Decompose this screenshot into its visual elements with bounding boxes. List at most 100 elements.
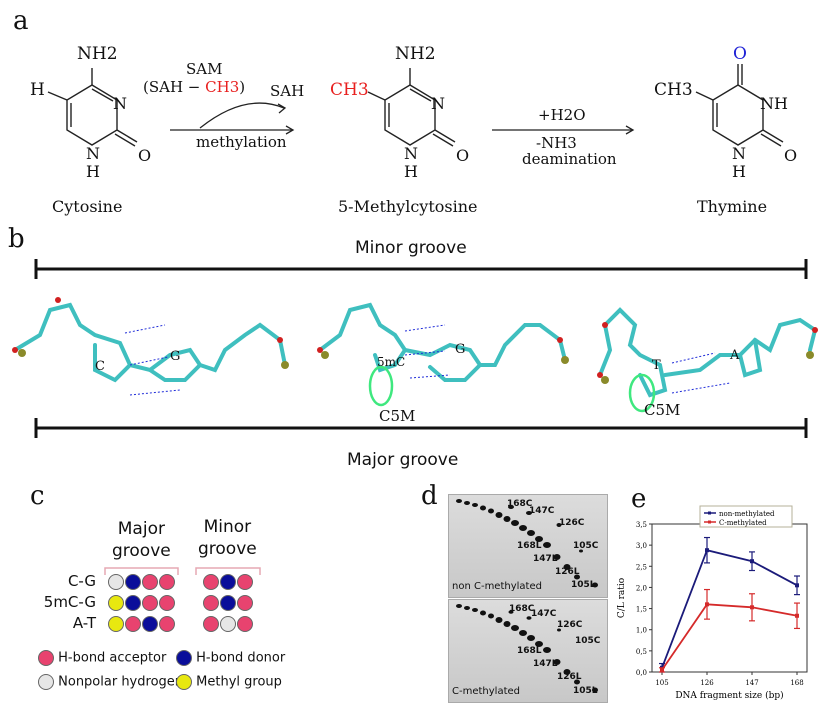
series-line-0 xyxy=(661,549,798,669)
cytosine-structure xyxy=(47,68,138,147)
cytosine-name: Cytosine xyxy=(52,197,123,216)
cytosine-o: O xyxy=(138,146,152,165)
minor-groove-dot xyxy=(220,574,236,590)
header-minor-groove: Minor groove xyxy=(198,517,257,559)
data-point xyxy=(795,613,799,618)
acceptor-dot xyxy=(38,650,54,666)
methylcytosine-ch3: CH3 xyxy=(330,80,369,100)
pair-2-right: G xyxy=(455,342,465,357)
row-label: A-T xyxy=(72,614,96,632)
nh3-label: -NH3 xyxy=(536,134,577,152)
x-tick-label: 168 xyxy=(790,679,803,687)
legend-label-0: non-methylated xyxy=(719,510,775,518)
gel-bottom-168c: 168C xyxy=(509,604,535,614)
base-pair-ta xyxy=(598,307,818,398)
thymine-o-top: O xyxy=(733,44,747,64)
row-label: C-G xyxy=(67,572,96,590)
thymine-name: Thymine xyxy=(697,197,768,216)
thymine-ch3: CH3 xyxy=(654,80,693,100)
series-line-1 xyxy=(661,603,798,671)
major-groove-dot xyxy=(142,574,158,590)
gel-top-168c: 168C xyxy=(507,499,533,509)
legend-methyl: Methyl group xyxy=(176,674,282,690)
cytosine-h: H xyxy=(30,80,45,100)
major-groove-dot xyxy=(159,616,175,632)
minor-groove-dot xyxy=(237,616,253,632)
x-axis-label: DNA fragment size (bp) xyxy=(675,690,783,701)
gel-top-126l: 126L xyxy=(555,567,580,577)
cytosine-nh2: NH2 xyxy=(77,44,118,64)
base-pair-5mcg xyxy=(318,302,567,382)
gel-bottom-126c: 126C xyxy=(557,620,583,630)
donor-dot xyxy=(176,650,192,666)
gel-top-105l: 105L xyxy=(571,580,596,590)
sam-label: SAM xyxy=(186,60,223,78)
methyl-dot xyxy=(176,674,192,690)
pair-2-left: 5mC xyxy=(377,355,405,369)
gel-bottom-126l: 126L xyxy=(557,672,582,682)
h2o-label: +H2O xyxy=(538,106,586,124)
methylcytosine-n3: N xyxy=(431,94,445,113)
gel-bottom-168l: 168L xyxy=(517,646,542,656)
thymine-n1: N xyxy=(732,144,746,163)
c5m-highlight-1 xyxy=(368,365,394,407)
gel-bottom-caption: C-methylated xyxy=(452,686,520,697)
minor-groove-dot xyxy=(203,574,219,590)
major-groove-dot xyxy=(125,616,141,632)
gel-top: 168C 147C 126C 105C 168L 147L 126L 105L … xyxy=(448,494,608,598)
panel-e-letter: e xyxy=(631,484,647,514)
pair-3-right: A xyxy=(729,348,740,363)
panel-a-letter: a xyxy=(13,6,29,36)
nonpolar-dot xyxy=(38,674,54,690)
y-axis-label: C/L ratio xyxy=(617,578,627,618)
gel-top-105c: 105C xyxy=(573,541,599,551)
panel-c-letter: c xyxy=(30,481,45,511)
legend-nonpolar: Nonpolar hydrogen xyxy=(38,674,183,690)
gel-bottom-105c: 105C xyxy=(575,636,601,646)
major-groove-dot xyxy=(142,595,158,611)
methylation-arrow xyxy=(170,102,295,135)
gel-bottom: 168C 147C 126C 105C 168L 147L 126L 105L … xyxy=(448,599,608,703)
x-tick-label: 105 xyxy=(655,679,668,687)
data-point xyxy=(750,605,754,610)
y-tick-label: 2,0 xyxy=(636,584,647,592)
legend-marker-1 xyxy=(708,520,711,524)
methylcytosine-name: 5-Methylcytosine xyxy=(338,197,478,216)
gel-bottom-105l: 105L xyxy=(573,686,598,696)
y-tick-label: 1,5 xyxy=(636,606,647,614)
minor-groove-dot xyxy=(237,595,253,611)
methylcytosine-o: O xyxy=(456,146,470,165)
gel-top-caption: non C-methylated xyxy=(452,581,542,592)
y-tick-label: 3,0 xyxy=(636,542,647,550)
pair-3-left: T xyxy=(652,358,661,373)
minor-groove-dot xyxy=(237,574,253,590)
sah-label: SAH xyxy=(270,82,305,100)
cytosine-n1: N xyxy=(86,144,100,163)
panel-d-letter: d xyxy=(421,481,438,511)
legend-marker-0 xyxy=(708,511,711,515)
data-point xyxy=(795,583,799,588)
methylcytosine-h1: H xyxy=(404,162,418,181)
major-groove-dot xyxy=(142,616,158,632)
cytosine-h1: H xyxy=(86,162,100,181)
sah-ch3-label: (SAH − CH3) xyxy=(143,78,246,96)
x-tick-label: 126 xyxy=(700,679,714,687)
c5m-highlight-2 xyxy=(628,373,656,413)
x-tick-label: 147 xyxy=(745,679,758,687)
gel-bottom-147l: 147L xyxy=(533,659,558,669)
y-tick-label: 3,5 xyxy=(636,521,647,529)
minor-groove-dot xyxy=(220,595,236,611)
major-groove-dot xyxy=(108,574,124,590)
panel-b-diagram: C G 5mC G T A xyxy=(12,259,818,438)
thymine-o: O xyxy=(784,146,798,165)
major-groove-dot xyxy=(159,595,175,611)
y-tick-label: 1,0 xyxy=(636,627,647,635)
gel-top-126c: 126C xyxy=(559,518,585,528)
c5m-label-2: C5M xyxy=(644,401,681,419)
methylcytosine-n1: N xyxy=(404,144,418,163)
panel-a-diagram xyxy=(47,64,784,147)
methylation-label: methylation xyxy=(196,133,287,151)
pair-1-right: G xyxy=(170,349,180,364)
data-point xyxy=(750,559,754,564)
data-point xyxy=(705,602,709,607)
